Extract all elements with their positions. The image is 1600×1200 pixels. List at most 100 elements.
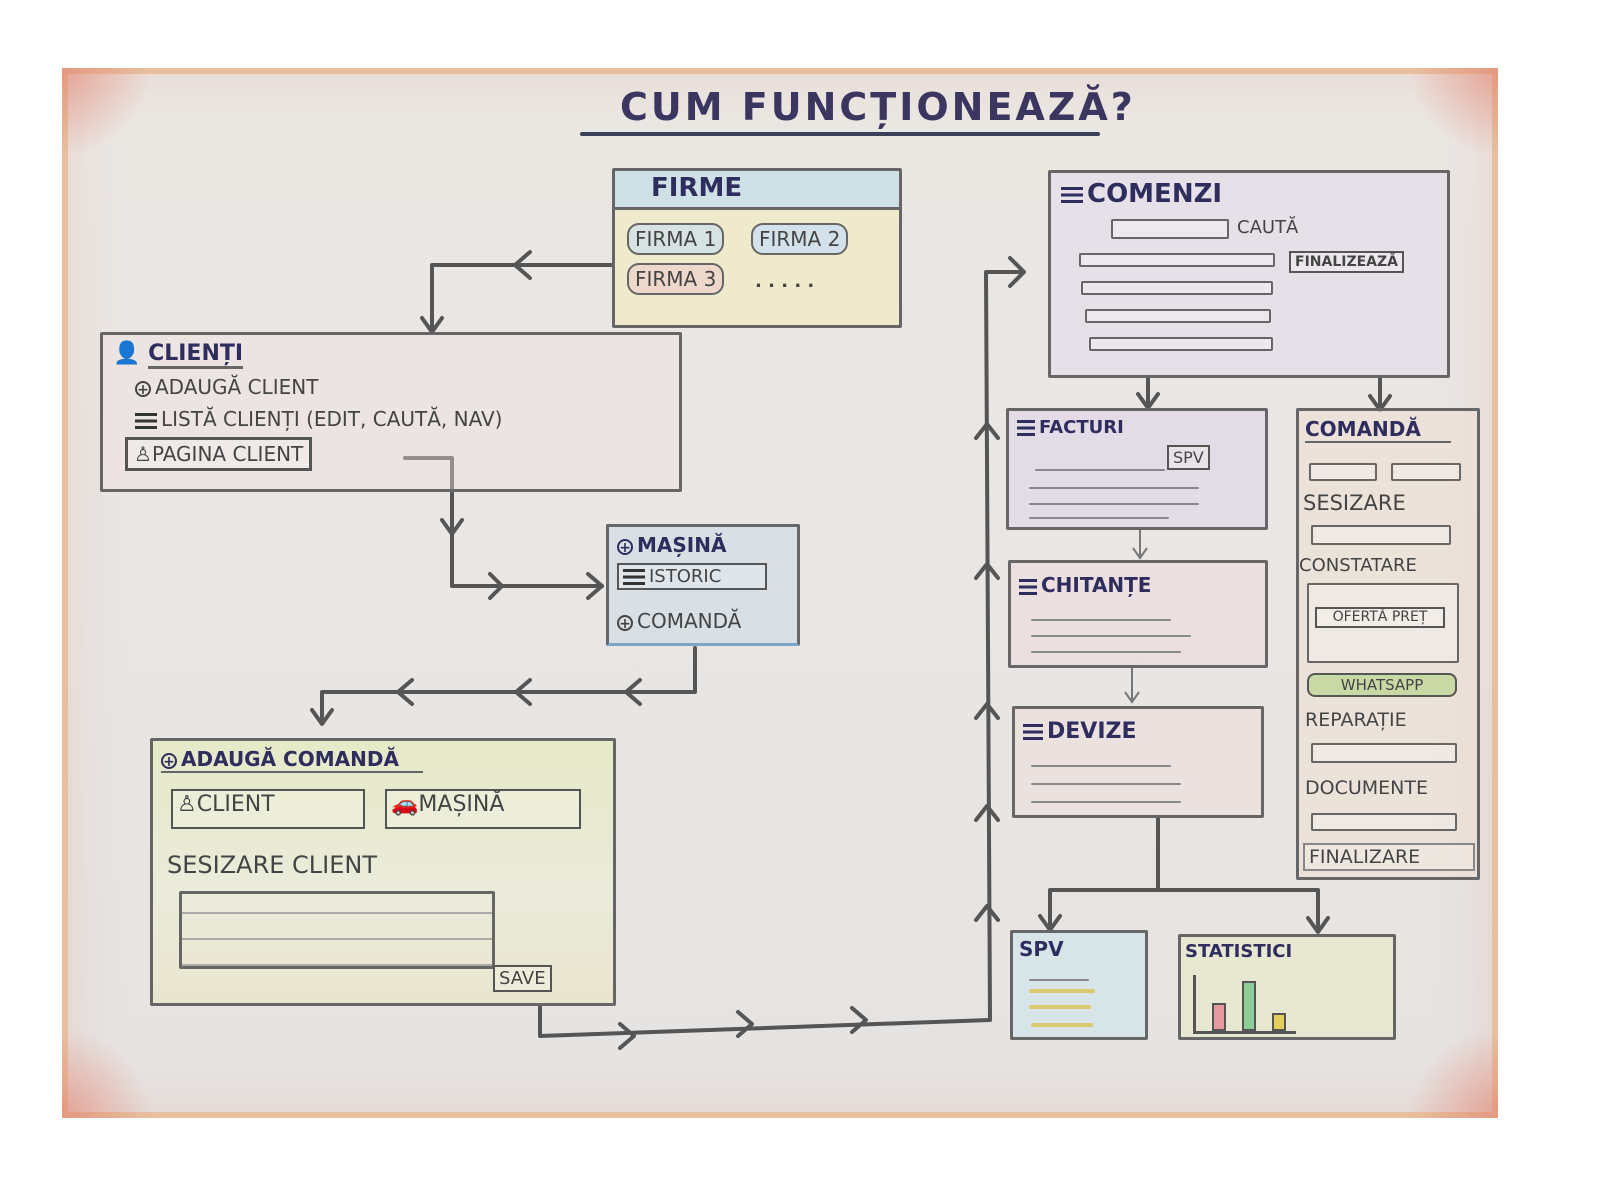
list-icon <box>623 569 645 585</box>
chitante-heading: CHITANȚE <box>1019 573 1151 597</box>
clienti-heading: 👤 CLIENȚI <box>113 341 244 369</box>
reparatie-field[interactable] <box>1311 743 1457 763</box>
reparatie-label: REPARAȚIE <box>1305 709 1407 731</box>
placeholder-line <box>1031 635 1191 637</box>
new-order-link[interactable]: +COMANDĂ <box>617 609 741 633</box>
complaint-textarea[interactable] <box>179 891 495 969</box>
placeholder-line <box>1031 783 1181 785</box>
client-list-link[interactable]: LISTĂ CLIENȚI (EDIT, CAUTĂ, NAV) <box>135 407 502 431</box>
comanda-panel: COMANDĂ SESIZARE CONSTATARE OFERTĂ PREȚ … <box>1296 408 1480 880</box>
user-icon: ♙ <box>134 442 152 466</box>
statistici-panel: STATISTICI <box>1178 934 1396 1040</box>
history-label: ISTORIC <box>649 566 722 587</box>
finalizare-button[interactable]: FINALIZARE <box>1303 843 1475 871</box>
constatare-group <box>1307 583 1459 663</box>
page-title: CUM FUNCȚIONEAZĂ? <box>620 85 1136 129</box>
placeholder-line <box>1029 503 1199 505</box>
placeholder-line <box>1035 469 1165 471</box>
comenzi-heading: COMENZI <box>1061 179 1222 209</box>
documente-label: DOCUMENTE <box>1305 777 1428 799</box>
clienti-panel: 👤 CLIENȚI +ADAUGĂ CLIENT LISTĂ CLIENȚI (… <box>100 332 682 492</box>
list-icon <box>1017 420 1035 436</box>
comenzi-panel: COMENZI CAUTĂ FINALIZEAZĂ <box>1048 170 1450 378</box>
add-client-label: ADAUGĂ CLIENT <box>155 375 319 399</box>
complaint-label: SESIZARE CLIENT <box>167 851 378 879</box>
plus-circle-icon: + <box>617 538 633 555</box>
sesizare-field[interactable] <box>1311 525 1451 545</box>
arrow-facturi-to-chitante <box>1132 530 1148 560</box>
search-button[interactable]: CAUTĂ <box>1237 217 1299 238</box>
add-order-heading-text: ADAUGĂ COMANDĂ <box>181 747 399 771</box>
order-row[interactable] <box>1085 309 1271 323</box>
corner-shading <box>62 1028 152 1118</box>
placeholder-line <box>1029 517 1169 519</box>
corner-shading <box>1408 1028 1498 1118</box>
list-icon <box>1019 578 1037 595</box>
masina-panel: +MAȘINĂ ISTORIC +COMANDĂ <box>606 524 800 646</box>
new-order-label: COMANDĂ <box>637 609 742 633</box>
comenzi-heading-text: COMENZI <box>1087 179 1223 209</box>
firme-panel: FIRME FIRMA 1 FIRMA 2 FIRMA 3 . . . . . <box>612 168 902 328</box>
history-button[interactable]: ISTORIC <box>617 563 767 590</box>
user-icon: ♙ <box>177 792 197 817</box>
placeholder-line <box>1031 1023 1093 1027</box>
order-row[interactable] <box>1089 337 1273 351</box>
order-row[interactable] <box>1079 253 1275 267</box>
client-page-button[interactable]: ♙PAGINA CLIENT <box>125 437 313 471</box>
placeholder-line <box>1029 979 1089 981</box>
select-client-button[interactable]: ♙CLIENT <box>171 789 365 829</box>
comanda-field-1[interactable] <box>1309 463 1377 481</box>
comanda-field-2[interactable] <box>1391 463 1461 481</box>
mini-chart-bar <box>1272 1013 1286 1031</box>
firma-chip[interactable]: FIRMA 3 <box>627 263 725 295</box>
add-order-heading: +ADAUGĂ COMANDĂ <box>161 747 423 773</box>
select-car-button[interactable]: 🚗MAȘINĂ <box>385 789 581 829</box>
placeholder-line <box>1031 651 1181 653</box>
spv-panel: SPV <box>1010 930 1148 1040</box>
comanda-heading: COMANDĂ <box>1305 417 1451 443</box>
sesizare-label: SESIZARE <box>1303 491 1406 515</box>
corner-shading <box>1408 68 1498 158</box>
whatsapp-button[interactable]: WHATSAPP <box>1307 673 1457 697</box>
finalize-button[interactable]: FINALIZEAZĂ <box>1289 251 1404 273</box>
placeholder-line <box>1029 1005 1091 1009</box>
clienti-heading-text: CLIENȚI <box>148 341 244 369</box>
price-offer-button[interactable]: OFERTĂ PREȚ <box>1315 607 1445 628</box>
documente-field[interactable] <box>1311 813 1457 831</box>
arrow-chitante-to-devize <box>1124 668 1140 704</box>
orders-search-input[interactable] <box>1111 219 1229 239</box>
client-page-label: PAGINA CLIENT <box>151 442 304 466</box>
statistici-heading: STATISTICI <box>1185 941 1293 962</box>
placeholder-line <box>1031 765 1171 767</box>
chitante-heading-text: CHITANȚE <box>1041 573 1152 597</box>
masina-heading-text: MAȘINĂ <box>637 533 727 557</box>
plus-circle-icon: + <box>161 752 177 769</box>
select-car-label: MAȘINĂ <box>418 792 505 817</box>
devize-heading: DEVIZE <box>1023 719 1136 744</box>
firma-chip[interactable]: FIRMA 1 <box>627 223 725 255</box>
divider <box>615 207 899 210</box>
plus-circle-icon: + <box>135 380 151 397</box>
placeholder-line <box>1029 487 1199 489</box>
mini-chart-bar <box>1242 981 1256 1031</box>
facturi-heading: FACTURI <box>1017 417 1124 438</box>
plus-circle-icon: + <box>617 614 633 631</box>
save-button[interactable]: SAVE <box>493 965 552 992</box>
facturi-heading-text: FACTURI <box>1039 417 1124 438</box>
spv-button[interactable]: SPV <box>1167 445 1210 470</box>
spv-heading: SPV <box>1019 937 1064 961</box>
title-underline <box>580 132 1100 136</box>
facturi-panel: FACTURI SPV <box>1006 408 1268 530</box>
arrow-client-to-masina <box>403 456 604 588</box>
mini-bar-chart <box>1193 975 1296 1034</box>
order-row[interactable] <box>1081 281 1273 295</box>
firme-heading: FIRME <box>651 173 743 203</box>
add-client-link[interactable]: +ADAUGĂ CLIENT <box>135 375 318 399</box>
devize-heading-text: DEVIZE <box>1047 719 1137 744</box>
firma-chip[interactable]: FIRMA 2 <box>751 223 849 255</box>
chitante-panel: CHITANȚE <box>1008 560 1268 668</box>
arrow-devize-to-outputs <box>1048 816 1320 932</box>
list-icon <box>1061 186 1083 203</box>
mini-chart-bar <box>1212 1003 1226 1031</box>
